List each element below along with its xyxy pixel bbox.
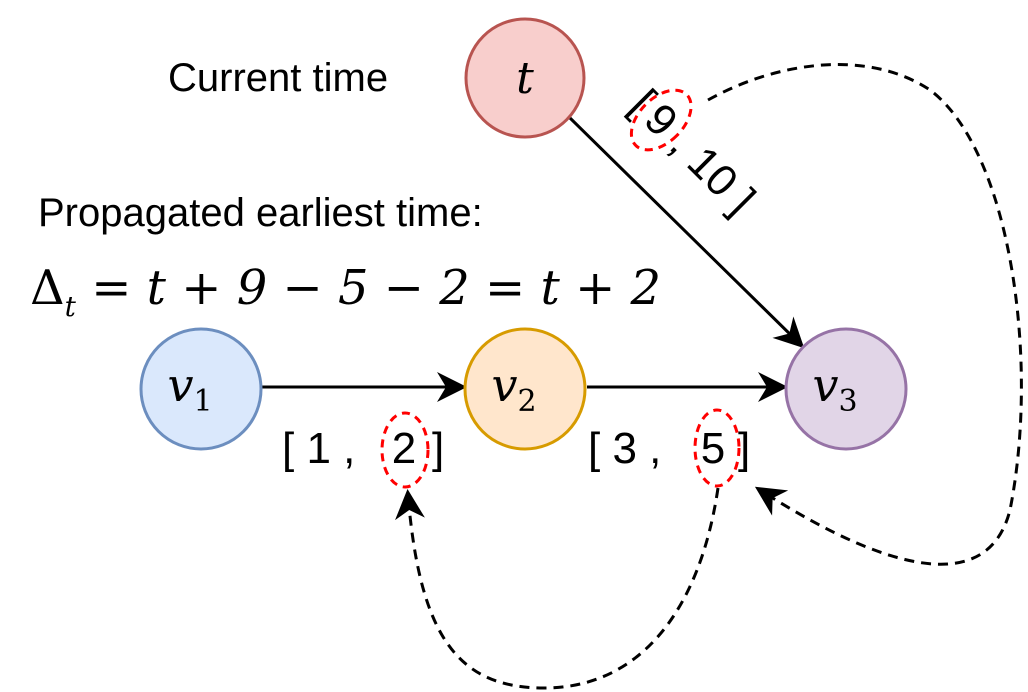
node-v3-circle (784, 327, 908, 451)
node-t: t (464, 17, 586, 139)
node-t-label: t (516, 53, 534, 104)
svg-text:v1: v1 (167, 358, 212, 419)
edge-v2-v3-end: 5 (701, 424, 725, 473)
edge-v1-v2-close: ] (432, 424, 444, 473)
highlight-end-2 (380, 411, 430, 489)
node-v1-label: v (167, 358, 193, 412)
edge-v2-v3-open: [ 3 , (588, 424, 661, 473)
node-t-circle (464, 17, 586, 139)
propagated-label: Propagated earliest time: (38, 191, 483, 235)
edge-label-v2-v3: [ 3 , 5 ] (588, 408, 750, 488)
formula-rhs: = t + 9 − 5 − 2 = t + 2 (76, 260, 661, 316)
node-v3-label: v (812, 358, 838, 412)
highlight-start-9 (629, 88, 693, 152)
node-v2-label: v (491, 358, 517, 412)
edge-v2-v3-close: ] (738, 424, 750, 473)
node-v2: v2 (463, 327, 587, 451)
propagation-formula: Δt = t + 9 − 5 − 2 = t + 2 (30, 260, 661, 323)
node-v1: v1 (139, 327, 263, 451)
highlight-end-5 (693, 408, 741, 488)
propagation-arrow-9-to-v3 (707, 63, 1023, 566)
node-v2-subscript: 2 (517, 384, 536, 419)
node-v3-subscript: 3 (838, 384, 857, 419)
node-v3: v3 (784, 327, 908, 451)
node-v1-circle (139, 327, 263, 451)
svg-text:v2: v2 (491, 358, 536, 419)
node-v1-subscript: 1 (193, 384, 212, 419)
edge-v1-v2-end: 2 (392, 424, 416, 473)
propagation-arrow-5-to-2 (395, 487, 720, 690)
formula-delta: Δ (30, 260, 65, 316)
edge-label-v1-v2: [ 1 , 2 ] (282, 411, 444, 489)
formula-delta-subscript: t (65, 290, 77, 323)
edge-v1-v2-open: [ 1 , (282, 424, 355, 473)
current-time-label: Current time (168, 56, 388, 100)
svg-text:v3: v3 (812, 358, 857, 419)
node-v2-circle (463, 327, 587, 451)
edge-t-v3 (568, 116, 805, 349)
svg-text:Δt = t + 9 − 5 − 2 = t + 2: Δt = t + 9 − 5 − 2 = t + 2 (30, 260, 661, 323)
edge-label-t-v3: [ 9 , 10 ] (621, 80, 764, 223)
